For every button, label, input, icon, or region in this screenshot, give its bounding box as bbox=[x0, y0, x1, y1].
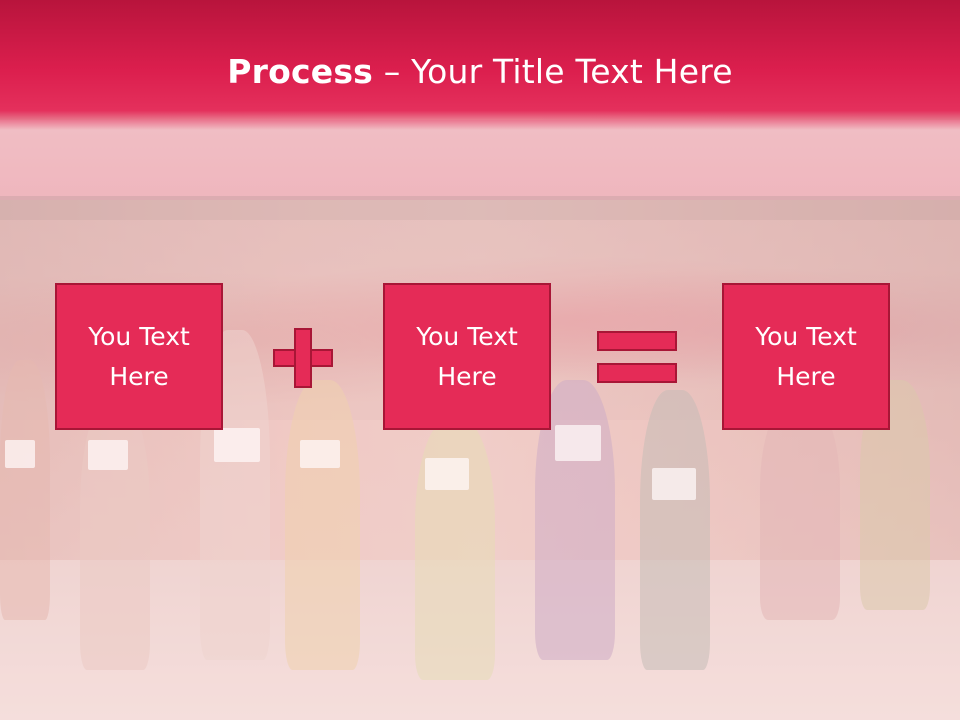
race-bib bbox=[5, 440, 35, 468]
race-bib bbox=[555, 425, 601, 461]
step-box-1[interactable]: You Text Here bbox=[55, 283, 223, 430]
race-banner bbox=[0, 120, 960, 200]
title-bold: Process bbox=[227, 52, 374, 91]
runner bbox=[640, 390, 710, 670]
race-bib bbox=[300, 440, 340, 468]
race-bib bbox=[88, 440, 128, 470]
race-bib bbox=[652, 468, 696, 500]
step-label: You Text Here bbox=[755, 321, 857, 391]
step-label: You Text Here bbox=[416, 321, 518, 391]
step-box-3[interactable]: You Text Here bbox=[722, 283, 890, 430]
plus-icon bbox=[273, 328, 333, 388]
race-bib bbox=[214, 428, 260, 462]
step-label: You Text Here bbox=[88, 321, 190, 391]
race-bib bbox=[425, 458, 469, 490]
title-rest: – Your Title Text Here bbox=[373, 52, 733, 91]
runner bbox=[0, 360, 50, 620]
runner bbox=[760, 400, 840, 620]
slide-title: Process – Your Title Text Here bbox=[0, 52, 960, 91]
step-box-2[interactable]: You Text Here bbox=[383, 283, 551, 430]
banner-beam bbox=[0, 196, 960, 220]
title-bar: Process – Your Title Text Here bbox=[0, 0, 960, 130]
equals-icon bbox=[597, 331, 677, 385]
runner bbox=[285, 380, 360, 670]
